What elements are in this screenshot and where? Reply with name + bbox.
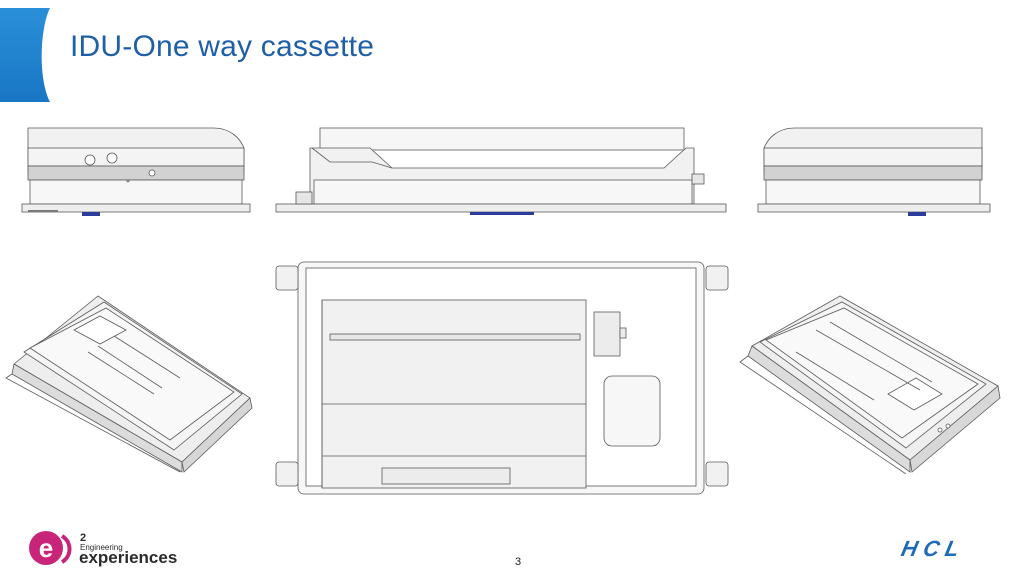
logo-line-engineering: Engineering <box>80 543 123 552</box>
side-view-left <box>21 127 251 216</box>
isometric-view-left <box>5 295 253 473</box>
top-view <box>275 261 729 495</box>
logo-line-2: 2 <box>80 532 86 544</box>
isometric-view-right <box>739 295 1001 474</box>
e2-engineering-experiences-logo: e 2 Engineering experiences <box>29 531 177 567</box>
side-view-right <box>757 127 991 216</box>
logo-letter-e: e <box>39 533 53 563</box>
hcl-logo-text: HCL <box>899 536 967 560</box>
front-view <box>275 127 727 215</box>
hcl-logo: HCL <box>899 536 967 560</box>
accent-bar <box>0 8 50 102</box>
logo-line-experiences: experiences <box>79 548 177 567</box>
page-number: 3 <box>514 556 522 568</box>
slide-title: IDU-One way cassette <box>70 30 375 63</box>
